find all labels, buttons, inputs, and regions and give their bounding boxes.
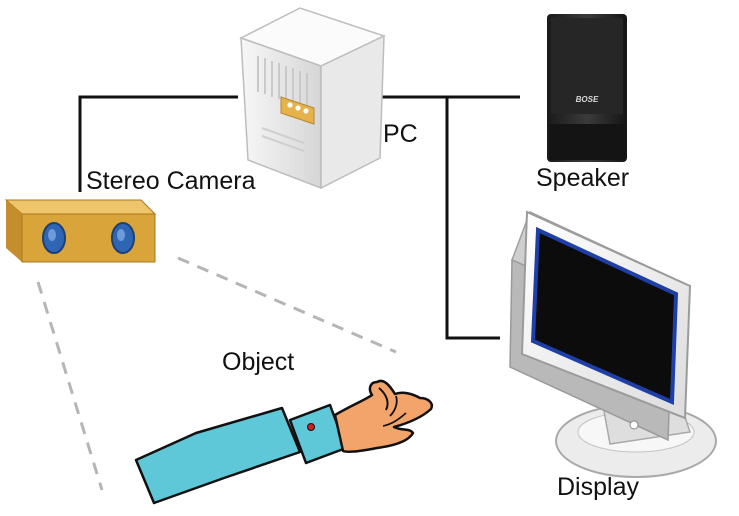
stereo-camera-icon — [4, 199, 157, 263]
pc-tower-icon — [239, 7, 387, 190]
monitor-screen — [530, 226, 679, 406]
sightline-upper — [177, 256, 397, 354]
camera-field-of-view — [36, 256, 397, 491]
palm-and-fingers — [333, 379, 433, 454]
label-pc: PC — [383, 120, 418, 148]
sightline-lower — [36, 281, 104, 491]
sleeve — [134, 406, 302, 505]
hand-icon — [134, 379, 433, 505]
label-object: Object — [222, 348, 295, 376]
label-stereo-camera: Stereo Camera — [86, 167, 256, 195]
speaker-brand-logo: BOSE — [576, 95, 599, 104]
label-speaker: Speaker — [536, 164, 630, 192]
monitor-icon — [509, 210, 717, 478]
speaker-icon: BOSE — [547, 14, 627, 162]
wire-pc-display — [445, 97, 500, 340]
label-display: Display — [557, 473, 639, 501]
wire-camera-pc — [78, 95, 238, 192]
connection-wires — [78, 95, 520, 340]
